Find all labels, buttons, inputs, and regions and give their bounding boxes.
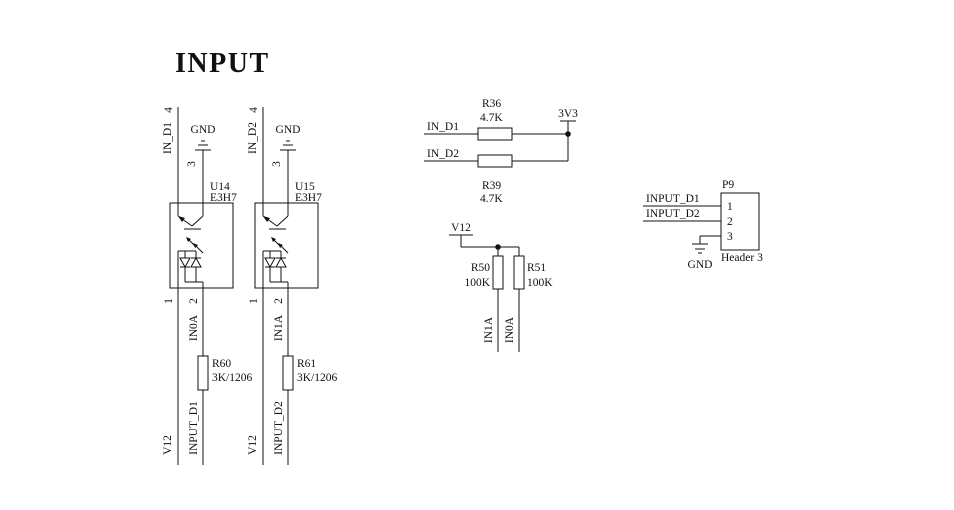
net-label: V12 (247, 435, 259, 455)
pin-number: 4 (163, 107, 175, 113)
net-label: IN0A (188, 314, 200, 341)
gnd-label: GND (191, 124, 216, 136)
channel-wires (177, 107, 204, 465)
pin-number: 3 (186, 161, 198, 167)
ref-des: P9 (722, 179, 734, 191)
ref-des: R60 (212, 358, 231, 370)
net-label: V12 (162, 435, 174, 455)
light-coupling-arrows (271, 237, 289, 254)
net-label: IN_D1 (162, 122, 174, 154)
pin-number: 3 (727, 231, 733, 243)
ref-des: U14 (210, 181, 230, 193)
phototransistor (262, 215, 289, 230)
part-value: 4.7K (480, 112, 503, 124)
pin-number: 4 (248, 107, 260, 113)
ref-des: U15 (295, 181, 315, 193)
gnd-symbol (280, 140, 296, 151)
net-label: IN_D2 (427, 148, 459, 160)
led-pair (263, 250, 288, 283)
led-pair (178, 250, 203, 283)
part-number: E3H7 (210, 192, 237, 204)
gnd-label: GND (688, 259, 713, 271)
net-label: INPUT_D2 (273, 401, 285, 455)
page-title: INPUT (175, 48, 270, 79)
opto-channel-1: GND 4 IN_D1 3 U1 (162, 107, 253, 465)
gnd-symbol (195, 140, 211, 151)
resistor-body (477, 154, 513, 168)
pin-number: 2 (188, 298, 200, 304)
net-label: INPUT_D1 (646, 193, 700, 205)
ref-des: R36 (482, 98, 501, 110)
ref-des: R61 (297, 358, 316, 370)
net-label: INPUT_D2 (646, 208, 700, 220)
light-coupling-arrows (186, 237, 204, 254)
channel-wires (262, 107, 289, 465)
power-rail-label: V12 (451, 222, 471, 234)
optocoupler-body (169, 202, 234, 289)
emitter-arrow-icon (263, 216, 270, 222)
pin-number: 2 (727, 216, 733, 228)
part-value: 100K (527, 277, 553, 289)
part-number: E3H7 (295, 192, 322, 204)
net-label: INPUT_D1 (188, 401, 200, 455)
pin-number: 1 (248, 298, 260, 304)
resistor-body (513, 255, 525, 290)
header-connector: P9 1 2 3 INPUT_D1 INPUT_D2 GND Header 3 (643, 179, 763, 271)
power-rail-label: 3V3 (558, 108, 578, 120)
pin-number: 3 (271, 161, 283, 167)
resistor-body (282, 355, 294, 391)
pin-number: 1 (163, 298, 175, 304)
opto-channel-2: GND 4 IN_D2 3 U1 (247, 107, 338, 465)
ref-des: R51 (527, 262, 546, 274)
resistor-body (197, 355, 209, 391)
ref-des: R39 (482, 180, 501, 192)
net-label: IN1A (483, 316, 495, 343)
part-type-label: Header 3 (721, 252, 763, 264)
gnd-label: GND (276, 124, 301, 136)
part-value: 100K (464, 277, 490, 289)
part-value: 3K/1206 (212, 372, 253, 384)
pin-number: 2 (273, 298, 285, 304)
part-value: 4.7K (480, 193, 503, 205)
resistor-body (477, 127, 513, 141)
resistor-body (492, 255, 504, 290)
part-value: 3K/1206 (297, 372, 338, 384)
emitter-arrow-icon (178, 216, 185, 222)
junction-dot (565, 131, 571, 137)
net-label: IN_D2 (247, 122, 259, 154)
divider-network: V12 R50 100K R51 100K IN1A IN0A (449, 222, 553, 352)
gnd-symbol (692, 243, 708, 254)
pullup-network: IN_D1 R36 4.7K IN_D2 R39 4.7K 3V3 (424, 98, 578, 205)
pin-number: 1 (727, 201, 733, 213)
net-label: IN_D1 (427, 121, 459, 133)
optocoupler-body (254, 202, 319, 289)
net-label: IN0A (504, 316, 516, 343)
phototransistor (177, 215, 204, 230)
ref-des: R50 (471, 262, 490, 274)
net-label: IN1A (273, 314, 285, 341)
